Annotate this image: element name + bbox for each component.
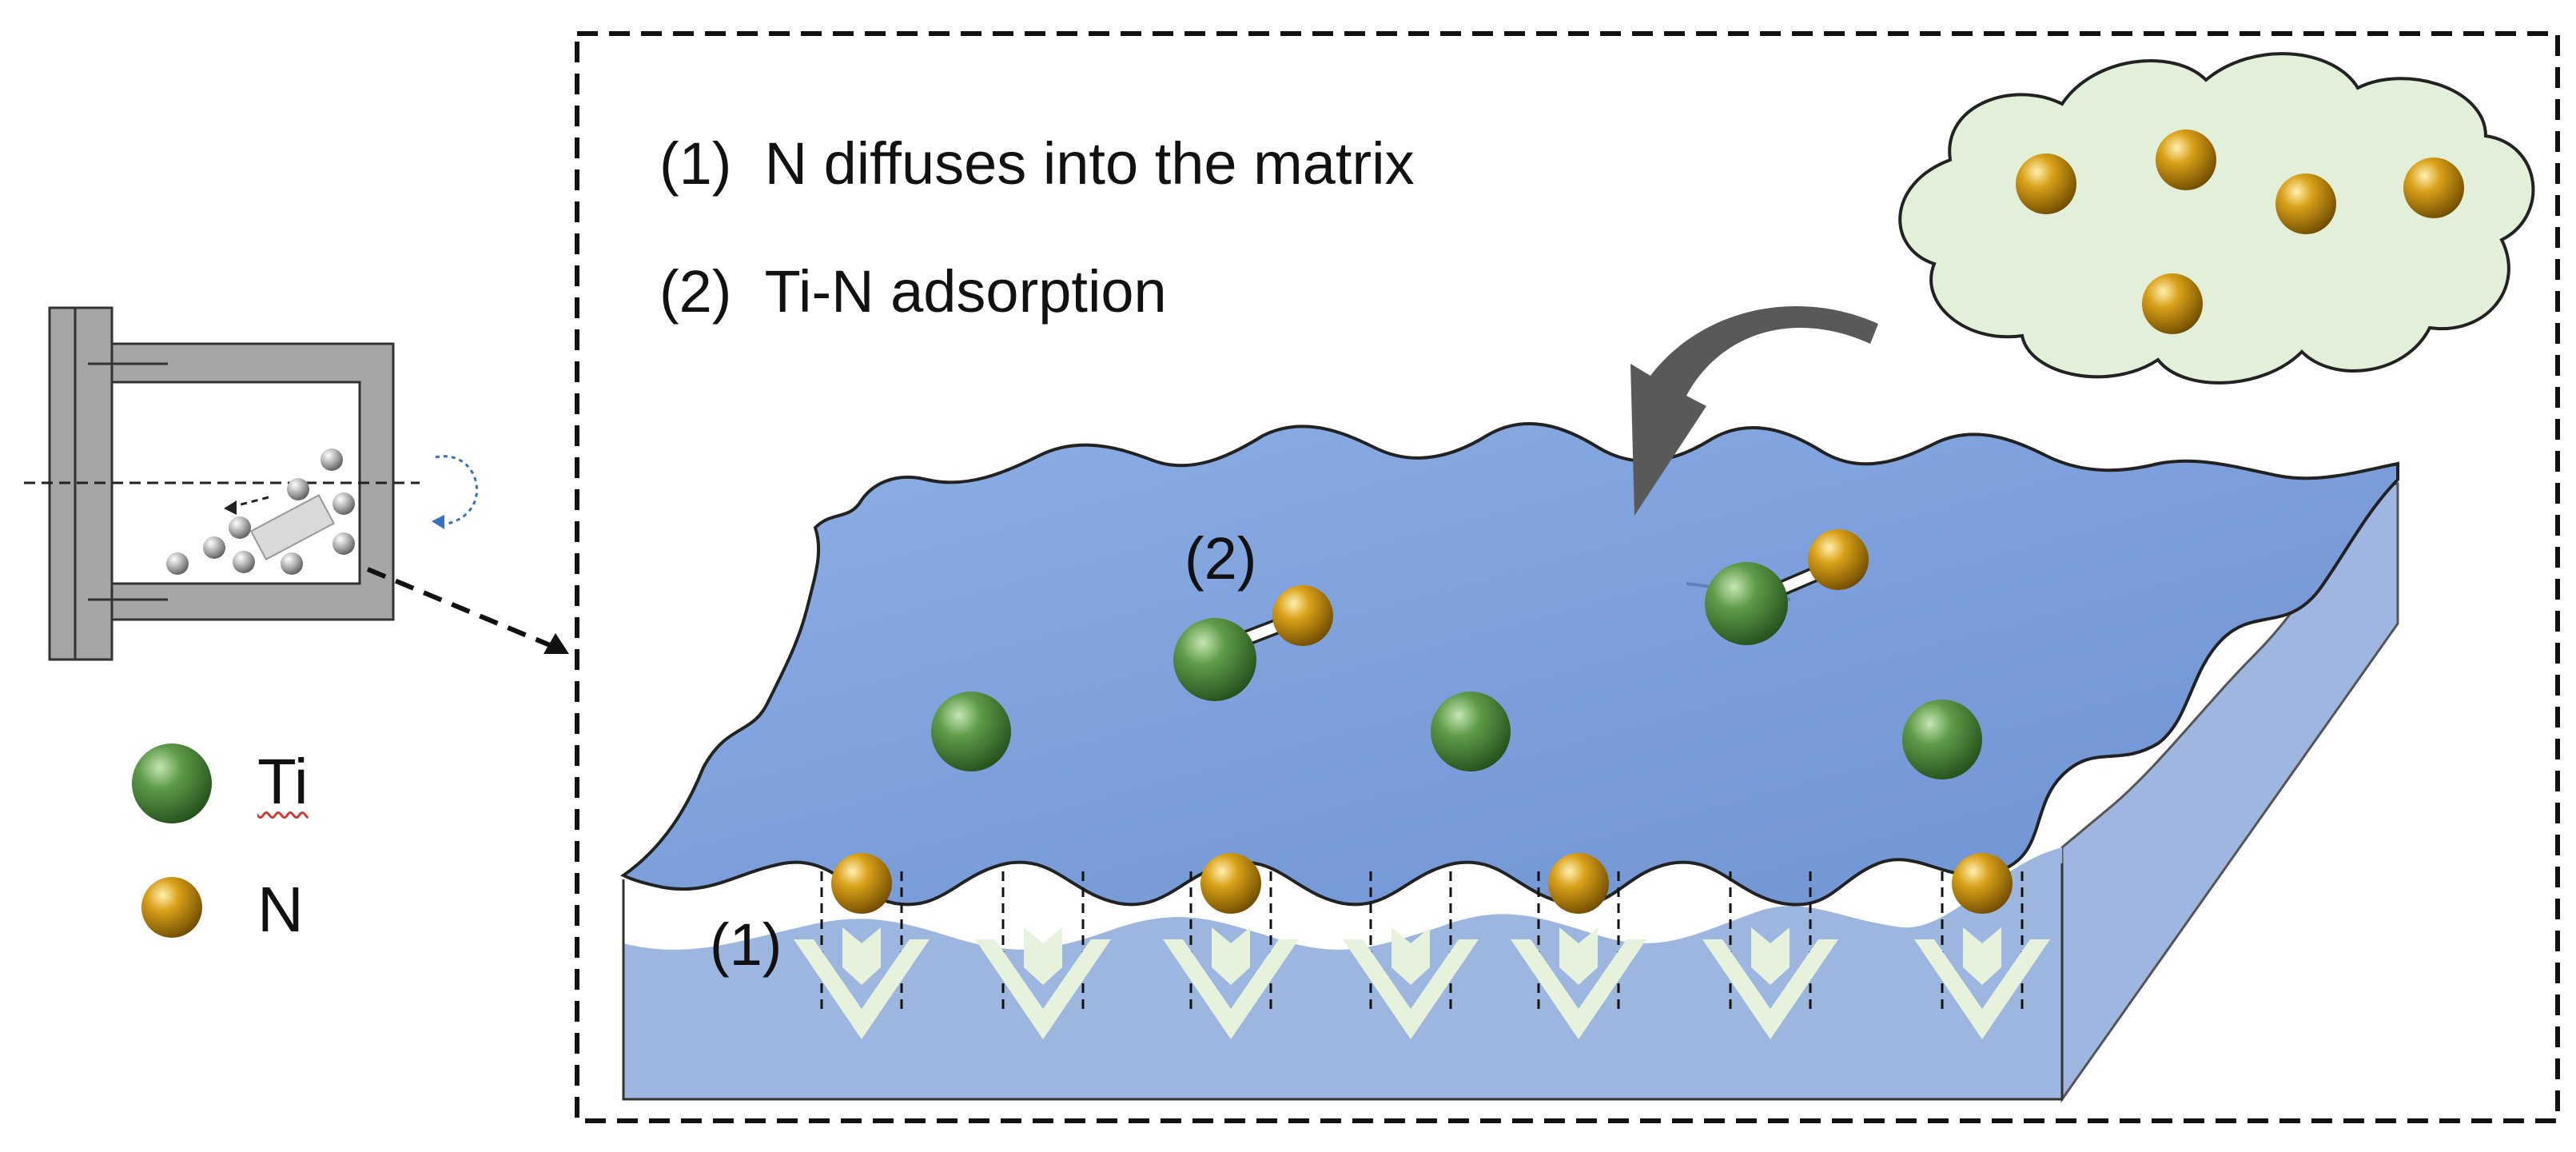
n-atom [831,853,892,914]
zoom-arrow-head [543,633,569,654]
diffusion-chevron-outer [975,939,1111,1039]
n-atom [2156,130,2216,190]
ti-n-pair-right [1705,529,1869,645]
matrix-front-face [623,847,2062,1099]
rotation-arrow [435,455,478,525]
diffusion-channel [975,871,1111,1039]
n-atom [1952,853,2013,914]
diffusion-chevron-inner [1024,927,1062,985]
cloud-n-atoms [2016,130,2464,334]
diffusion-chevron-outer [1914,939,2050,1039]
diffusion-chevron-outer [1511,939,1646,1039]
step-1-caption: (1) N diffuses into the matrix [659,134,1415,193]
diffusion-channel [1702,871,1838,1039]
n-atom [1200,853,1261,914]
diffusion-chevron-inner [1559,927,1598,985]
diffusion-marker: (1) [710,911,782,978]
ti-atom [1705,562,1788,645]
n-atom [2403,157,2464,218]
step-2-number: (2) [659,258,732,325]
ti-n-pair-left [1173,585,1333,701]
n-atom [1808,529,1869,590]
step-1-number: (1) [659,130,732,197]
ti-atom [1431,692,1511,771]
diffusion-chevron-outer [794,939,930,1039]
diffusion-channel [1511,853,1646,1039]
diffusion-chevron-inner [1751,927,1790,985]
diffusion-chevron-outer [1702,939,1838,1039]
milling-balls [166,448,355,575]
zoom-arrow-line [366,567,561,652]
milling-vial [249,493,336,561]
diffusion-chevron-outer [1163,939,1299,1039]
n-atom [1272,585,1333,646]
n-atom [2275,173,2336,234]
diffusion-chevron-inner [1212,927,1250,985]
diffusion-chevron-inner [1963,927,2001,985]
diffusion-chevron-inner [1392,927,1430,985]
ti-atom [1902,700,1982,779]
step-2-text: Ti-N adsorption [764,258,1167,325]
step-1-text: N diffuses into the matrix [764,130,1415,197]
matrix-front-outline [622,863,2064,1101]
diffusion-channel [1343,871,1479,1039]
vial-motion-head [224,500,237,515]
matrix-block [620,422,2399,1103]
n-atom [2142,273,2203,334]
n-atom [2016,153,2076,214]
legend-n-label: N [257,874,304,945]
matrix-top-surface [620,422,2399,907]
adsorption-marker: (2) [1184,525,1257,592]
diffusion-chevron-inner [842,927,881,985]
diffusion-channel [794,853,930,1039]
diffusion-channels [794,853,2050,1039]
nitrogen-cloud [1898,52,2535,385]
legend-ti-label: Ti [257,746,309,817]
legend-ti-swatch [132,743,212,823]
ti-atom [1173,618,1256,701]
nitrogen-inflow-arrow [1630,305,1878,516]
diffusion-channel [1914,853,2050,1039]
milling-chamber [24,306,569,661]
n-atom [1548,853,1609,914]
diffusion-chevron-outer [1343,939,1479,1039]
ti-atom [931,692,1011,771]
legend-n-swatch [141,877,202,938]
step-2-caption: (2) Ti-N adsorption [659,262,1167,321]
rotation-arrow-head [432,515,444,529]
surface-ti-atoms [931,692,1982,779]
diffusion-channel [1163,853,1299,1039]
chamber-wall [110,342,395,621]
vial-motion-line [231,496,269,508]
